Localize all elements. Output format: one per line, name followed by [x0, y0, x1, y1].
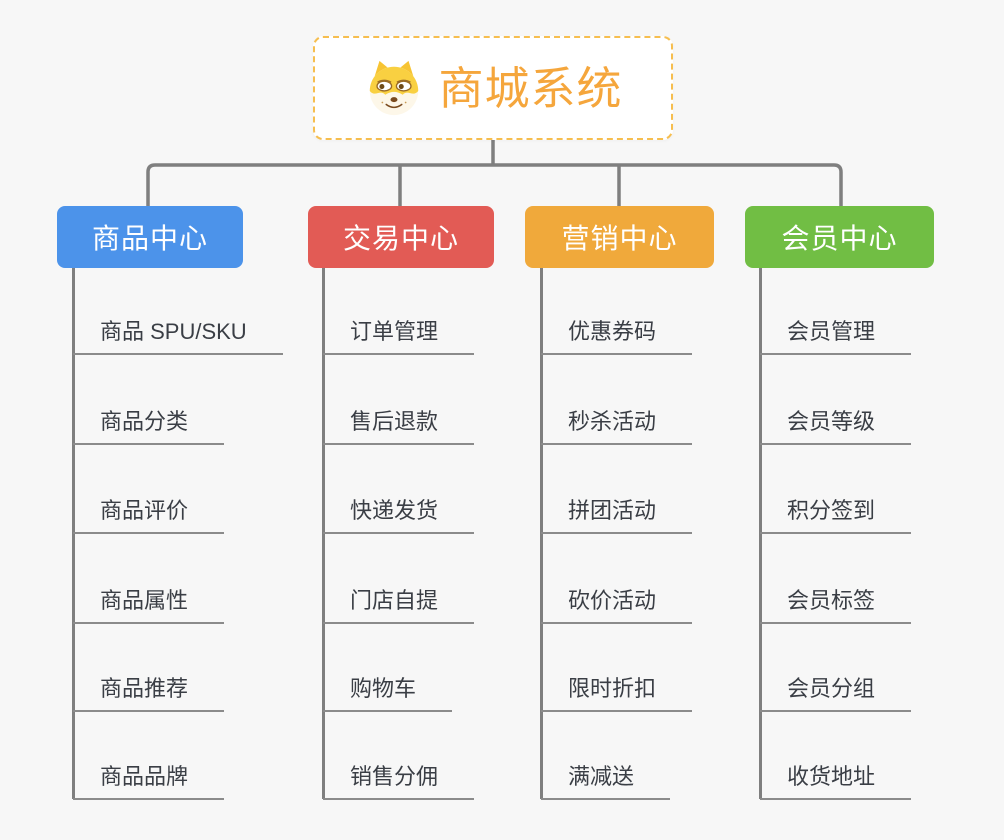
- topic-item[interactable]: 积分签到: [760, 496, 912, 534]
- topic-item[interactable]: 商品 SPU/SKU: [73, 317, 283, 355]
- topic-item[interactable]: 优惠券码: [541, 317, 693, 355]
- branch-product-center[interactable]: 商品中心: [57, 206, 243, 268]
- topic-item[interactable]: 拼团活动: [541, 496, 693, 534]
- branch-trade-center[interactable]: 交易中心: [308, 206, 494, 268]
- topic-item[interactable]: 会员管理: [760, 317, 912, 355]
- topic-item[interactable]: 会员等级: [760, 407, 912, 445]
- branch-label: 营销中心: [561, 223, 678, 254]
- topic-item[interactable]: 购物车: [323, 674, 453, 712]
- topic-item[interactable]: 商品分类: [73, 407, 225, 445]
- topic-item[interactable]: 订单管理: [323, 317, 475, 355]
- branch-column-marketing: 优惠券码 秒杀活动 拼团活动 砍价活动 限时折扣 满减送: [540, 268, 790, 800]
- topic-item[interactable]: 砍价活动: [541, 586, 693, 624]
- branch-label: 商品中心: [91, 223, 208, 254]
- topic-item[interactable]: 商品评价: [73, 496, 225, 534]
- root-topic[interactable]: 商城系统: [313, 36, 673, 140]
- topic-item[interactable]: 售后退款: [323, 407, 475, 445]
- topic-item[interactable]: 会员分组: [760, 674, 912, 712]
- branch-column-product: 商品 SPU/SKU 商品分类 商品评价 商品属性 商品推荐 商品品牌: [72, 268, 322, 800]
- topic-item[interactable]: 秒杀活动: [541, 407, 693, 445]
- topic-item[interactable]: 商品推荐: [73, 674, 225, 712]
- topic-item[interactable]: 收货地址: [760, 762, 912, 800]
- branch-label: 会员中心: [781, 223, 898, 254]
- topic-item[interactable]: 商品属性: [73, 586, 225, 624]
- topic-item[interactable]: 快递发货: [323, 496, 475, 534]
- branch-marketing-center[interactable]: 营销中心: [525, 206, 714, 268]
- topic-item[interactable]: 会员标签: [760, 586, 912, 624]
- branch-label: 交易中心: [342, 223, 459, 254]
- topic-item[interactable]: 满减送: [541, 762, 671, 800]
- topic-item[interactable]: 商品品牌: [73, 762, 225, 800]
- topic-item[interactable]: 限时折扣: [541, 674, 693, 712]
- doge-icon: [370, 60, 419, 116]
- branch-member-center[interactable]: 会员中心: [745, 206, 934, 268]
- branch-column-trade: 订单管理 售后退款 快递发货 门店自提 购物车 销售分佣: [322, 268, 572, 800]
- branch-column-member: 会员管理 会员等级 积分签到 会员标签 会员分组 收货地址: [759, 268, 1004, 800]
- root-topic-label: 商城系统: [438, 62, 623, 114]
- topic-item[interactable]: 门店自提: [323, 586, 475, 624]
- topic-item[interactable]: 销售分佣: [323, 762, 475, 800]
